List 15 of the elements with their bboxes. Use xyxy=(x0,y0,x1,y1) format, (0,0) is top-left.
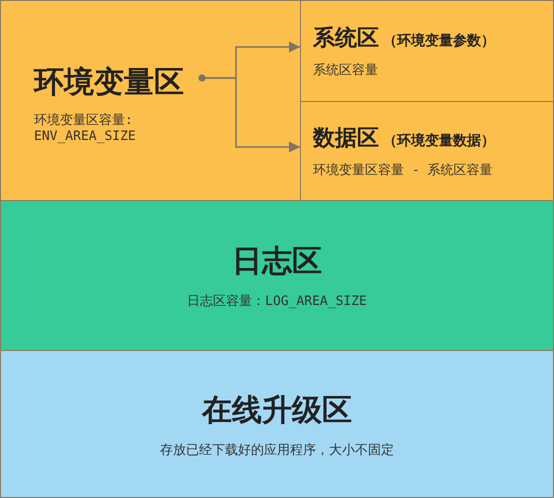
section-heading: 数据区 xyxy=(313,125,379,153)
section-heading: 环境变量区 xyxy=(34,64,184,102)
size-note: 系统区容量 xyxy=(313,62,378,79)
section-heading: 日志区 xyxy=(232,243,322,281)
memory-band xyxy=(0,200,554,351)
size-note: 环境变量区容量: ENV_AREA_SIZE xyxy=(34,112,137,144)
size-note: 环境变量区容量 - 系统区容量 xyxy=(313,162,492,179)
arrow xyxy=(198,74,300,152)
heading-note: （环境变量数据） xyxy=(383,132,495,150)
heading-note: （环境变量参数） xyxy=(383,32,495,50)
size-note: 日志区容量：LOG_AREA_SIZE xyxy=(187,293,367,310)
section-heading: 系统区 xyxy=(313,25,379,53)
size-note: 存放已经下载好的应用程序，大小不固定 xyxy=(160,442,394,458)
section-heading: 在线升级区 xyxy=(202,392,352,430)
memory-band xyxy=(0,350,554,498)
